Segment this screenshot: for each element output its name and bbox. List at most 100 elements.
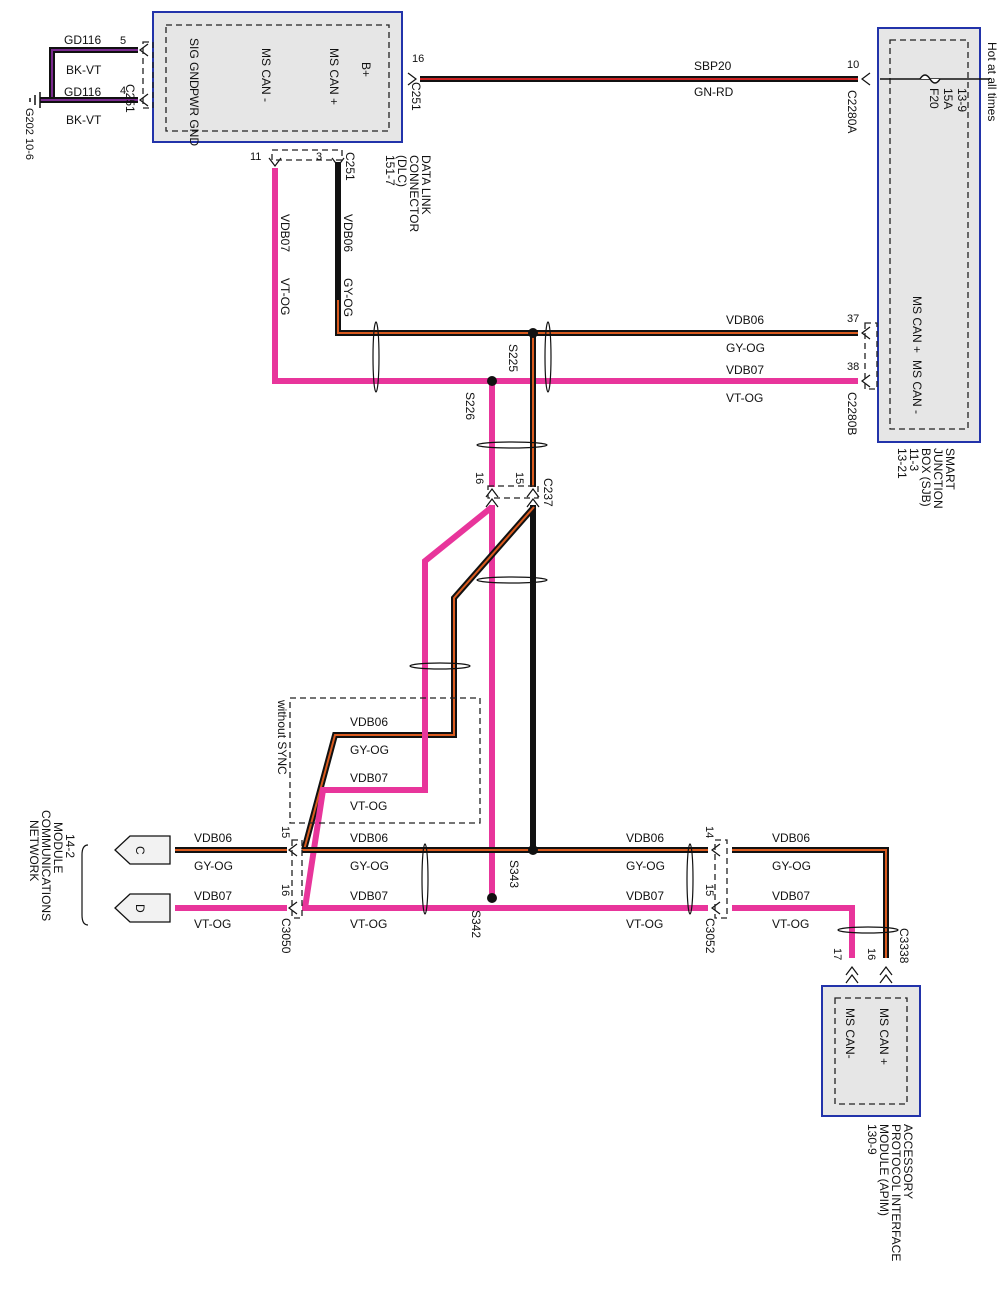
wire-vdb07-dlc bbox=[272, 168, 858, 384]
c237-connector bbox=[485, 485, 540, 508]
splice-s225-label: S225 bbox=[506, 344, 520, 372]
gy-og-dlc-label: GY-OG bbox=[341, 278, 355, 317]
dlc-name: DATA LINK CONNECTOR (DLC) 151-7 bbox=[383, 155, 433, 235]
network-ref-c-label: C bbox=[133, 846, 147, 855]
dlc-ground-connector bbox=[139, 41, 154, 109]
c3338-connector bbox=[845, 966, 893, 984]
c3050-pin-15: 15 bbox=[279, 826, 291, 838]
c3338-conn: C3338 bbox=[897, 928, 911, 964]
c3050-pin-16: 16 bbox=[279, 884, 291, 896]
splices bbox=[487, 328, 538, 903]
apim-can-minus: MS CAN- bbox=[843, 1008, 857, 1059]
vdb06-rmid-label: VDB06 bbox=[626, 831, 664, 845]
vdb07-dlc-label: VDB07 bbox=[278, 214, 292, 252]
vt-og-mid-label: VT-OG bbox=[350, 917, 387, 931]
network-ref-d-label: D bbox=[133, 904, 147, 913]
c3050-conn: C3050 bbox=[279, 918, 293, 954]
gy-og-right-label: GY-OG bbox=[772, 859, 811, 873]
vdb07-mid-label: VDB07 bbox=[350, 889, 388, 903]
sbp20-color: GN-RD bbox=[694, 85, 734, 99]
vdb06-right-label: VDB06 bbox=[772, 831, 810, 845]
without-sync-box bbox=[289, 697, 481, 824]
network-bracket bbox=[81, 844, 89, 926]
sjb-can-minus: MS CAN - bbox=[910, 360, 924, 414]
network-ref-c bbox=[114, 835, 171, 865]
c237-pin-15: 15 bbox=[513, 472, 525, 484]
c3050-connector bbox=[288, 839, 303, 919]
dlc-pin-3: 3 bbox=[316, 151, 322, 163]
without-sync-label: without SYNC bbox=[275, 699, 289, 775]
apim-name: ACCESSORY PROTOCOL INTERFACE MODULE (API… bbox=[865, 1124, 915, 1265]
dlc-module bbox=[152, 11, 403, 143]
vdb06-dlc-label: VDB06 bbox=[341, 214, 355, 252]
vdb07-sjb-label: VDB07 bbox=[726, 363, 764, 377]
wire-without-sync bbox=[301, 504, 537, 909]
gy-og-mid-label: GY-OG bbox=[350, 859, 389, 873]
apim-module bbox=[821, 985, 921, 1117]
c3052-pin-14: 14 bbox=[703, 826, 715, 838]
vdb06-sjb-label: VDB06 bbox=[726, 313, 764, 327]
sjb-conn-b: C2280B bbox=[845, 392, 859, 435]
splice-s225 bbox=[528, 328, 538, 338]
dlc-sig-gnd: SIG GND bbox=[187, 38, 201, 89]
dlc-can-connector bbox=[268, 149, 345, 167]
hot-note: Hot at all times bbox=[985, 42, 999, 121]
sjb-module bbox=[877, 27, 981, 443]
ground-wire2-label: GD116 bbox=[64, 85, 101, 99]
vt-og-sjb-label: VT-OG bbox=[726, 391, 763, 405]
sbp20-circuit: SBP20 bbox=[694, 59, 732, 73]
dlc-conn-c251-left: C251 bbox=[123, 84, 137, 113]
c237-conn: C237 bbox=[541, 478, 555, 507]
dlc-conn-c251-right: C251 bbox=[409, 82, 423, 111]
vt-og-left-label: VT-OG bbox=[194, 917, 231, 931]
vt-og-right-label: VT-OG bbox=[772, 917, 809, 931]
network-ref-d bbox=[114, 893, 171, 923]
sjb-can-plus: MS CAN + bbox=[910, 296, 924, 353]
vdb07-left-label: VDB07 bbox=[194, 889, 232, 903]
splice-s226-label: S226 bbox=[463, 392, 477, 420]
gy-og-left-label: GY-OG bbox=[194, 859, 233, 873]
vdb06-left-label: VDB06 bbox=[194, 831, 232, 845]
wire-vdb06-bottom bbox=[175, 847, 889, 958]
c3052-conn: C3052 bbox=[703, 918, 717, 954]
vdb07-right-label: VDB07 bbox=[772, 889, 810, 903]
splice-s343 bbox=[528, 845, 538, 855]
sjb-pin-38: 38 bbox=[847, 361, 859, 373]
vdb06-sync-label: VDB06 bbox=[350, 715, 388, 729]
sjb-name: SMART JUNCTION BOX (SJB) 11-3 13-21 bbox=[895, 448, 957, 512]
dlc-pin-11: 11 bbox=[250, 151, 261, 163]
ground-wire1-label: GD116 bbox=[64, 33, 101, 47]
wire-ground bbox=[40, 47, 138, 103]
twist-marks bbox=[372, 321, 899, 934]
dlc-conn-c251-bottom: C251 bbox=[343, 152, 357, 181]
fuse-f20-icon bbox=[880, 74, 990, 84]
dlc-bplus-connector bbox=[407, 72, 417, 86]
sjb-fuse-rating: 15A bbox=[941, 88, 955, 109]
dlc-pin-16: 16 bbox=[412, 53, 424, 65]
dlc-b-plus: B+ bbox=[359, 62, 373, 77]
vdb07-rmid-label: VDB07 bbox=[626, 889, 664, 903]
vt-og-dlc-label: VT-OG bbox=[278, 278, 292, 315]
sjb-connectors bbox=[861, 72, 878, 390]
apim-pin-16: 16 bbox=[865, 948, 877, 960]
c3052-pin-15: 15 bbox=[703, 884, 715, 896]
splice-s343-label: S343 bbox=[507, 860, 521, 888]
sjb-fuse: F20 bbox=[927, 88, 941, 109]
c237-pin-16: 16 bbox=[473, 472, 485, 484]
splice-s226 bbox=[487, 376, 497, 386]
vdb07-sync-label: VDB07 bbox=[350, 771, 388, 785]
gy-og-sjb-label: GY-OG bbox=[726, 341, 765, 355]
apim-can-plus: MS CAN + bbox=[877, 1008, 891, 1065]
apim-pin-17: 17 bbox=[831, 948, 843, 960]
dlc-ms-can-plus: MS CAN + bbox=[327, 48, 341, 105]
c3052-connector bbox=[711, 839, 728, 919]
ground-icon bbox=[29, 92, 41, 108]
sjb-pin-37: 37 bbox=[847, 313, 859, 325]
vt-og-rmid-label: VT-OG bbox=[626, 917, 663, 931]
dlc-ms-can-minus: MS CAN - bbox=[259, 48, 273, 102]
sjb-pin-10: 10 bbox=[847, 59, 859, 71]
ground-wire1-color: BK-VT bbox=[66, 63, 102, 77]
ground-id: G202 10-6 bbox=[23, 108, 35, 160]
wire-vdb07-bottom bbox=[175, 905, 855, 958]
